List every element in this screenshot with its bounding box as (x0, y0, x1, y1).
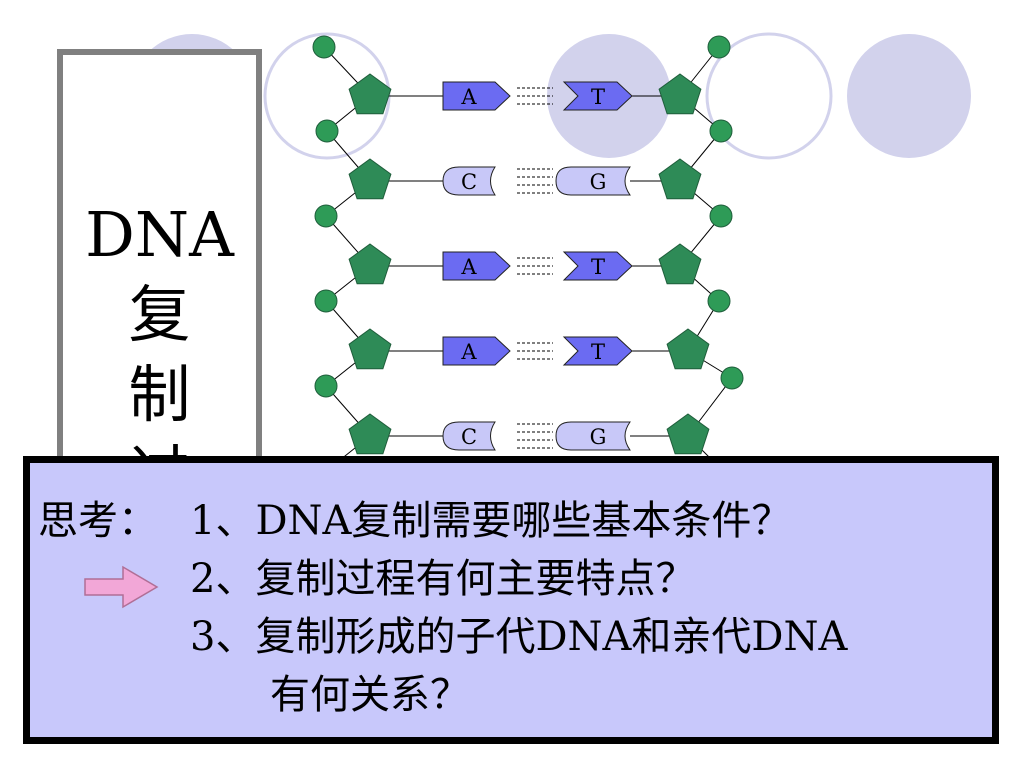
phosphate-left (314, 289, 338, 313)
phosphate-left (315, 119, 339, 143)
base-left-label: C (461, 170, 477, 194)
base-right-label: T (591, 255, 605, 279)
base-left-label: A (460, 340, 477, 364)
deoxyribose-right (666, 328, 710, 370)
deoxyribose-right (666, 413, 710, 455)
deoxyribose-left (348, 328, 392, 370)
deoxyribose-right (658, 158, 702, 200)
title-char: 制 (128, 358, 191, 431)
base-right-shape (555, 421, 631, 451)
deoxyribose-left (348, 243, 392, 285)
base-right-label: T (591, 340, 605, 364)
phosphate-left (314, 204, 338, 228)
bg-circle-outline (705, 32, 833, 160)
phosphate-left (312, 35, 336, 59)
base-left-shape (442, 251, 511, 281)
bg-circle-filled (847, 34, 971, 158)
title-char: DNA (85, 198, 234, 271)
phosphate-right (720, 366, 744, 390)
base-left-shape (442, 421, 496, 451)
base-left-label: C (461, 425, 477, 449)
title-char: 复 (128, 278, 191, 351)
question-2: 2、复制过程有何主要特点？ (190, 556, 696, 602)
deoxyribose-right (658, 243, 702, 285)
base-left-label: A (460, 255, 477, 279)
base-right-shape (562, 81, 633, 111)
base-right-shape (562, 251, 633, 281)
base-right-label: G (590, 425, 607, 449)
deoxyribose-left (348, 73, 392, 115)
base-right-shape (562, 336, 633, 366)
deoxyribose-right (658, 73, 702, 115)
base-right-label: G (590, 170, 607, 194)
question-3: 3、复制形成的子代DNA和亲代DNA (190, 614, 848, 660)
deoxyribose-left (348, 158, 392, 200)
base-right-shape (555, 166, 631, 196)
phosphate-right (707, 289, 731, 313)
phosphate-right (709, 119, 733, 143)
arrow-right-icon (84, 565, 159, 609)
deoxyribose-left (348, 413, 392, 455)
phosphate-left (314, 374, 338, 398)
question-1: 1、DNA复制需要哪些基本条件？ (190, 498, 792, 544)
base-left-shape (442, 166, 496, 196)
base-right-label: T (591, 85, 605, 109)
base-left-shape (442, 81, 511, 111)
base-left-label: A (460, 85, 477, 109)
base-left-shape (442, 336, 511, 366)
phosphate-right (707, 35, 731, 59)
question-panel: 思考： 1、DNA复制需要哪些基本条件？ 2、复制过程有何主要特点？ 3、复制形… (23, 456, 999, 744)
phosphate-right (709, 204, 733, 228)
question-prefix: 思考： (38, 498, 158, 544)
question-3-continuation: 有何关系？ (270, 672, 470, 718)
